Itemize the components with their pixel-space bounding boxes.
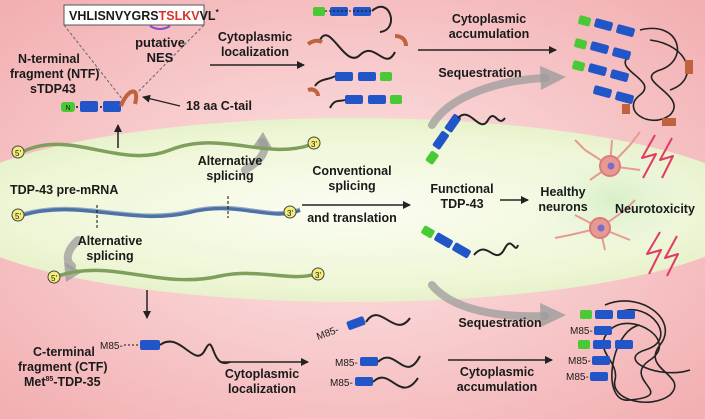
mrna-end-5-pre: 5' [11, 208, 25, 222]
nes-sequence: VHLISNVYGRSTSLKVVL* [69, 8, 220, 23]
putative-label: putative [135, 35, 185, 50]
ntf-localized [306, 5, 408, 109]
top-spliced-mrna [21, 141, 311, 158]
alt-splicing-bot-1: Alternative [78, 234, 143, 248]
cyto-loc-top-1: Cytoplasmic [218, 30, 292, 44]
healthy-label-1: Healthy [540, 185, 585, 199]
cyto-acc-bot-1: Cytoplasmic [460, 365, 534, 379]
neuron-bottom [554, 199, 636, 251]
mrna-end-3-bot: 3' [311, 267, 325, 281]
ctail-label: 18 aa C-tail [186, 99, 252, 113]
nucleus-band [0, 118, 705, 302]
ntf-label-1: N-terminal [18, 52, 80, 66]
ctf-aggregate: M85- M85- M85- [566, 300, 691, 403]
alt-splicing-top-2: splicing [206, 169, 253, 183]
sequestration-top: Sequestration [438, 66, 521, 80]
svg-text:M85-: M85- [570, 326, 593, 337]
mrna-end-3-top: 3' [307, 136, 321, 150]
cyto-loc-bot-1: Cytoplasmic [225, 367, 299, 381]
nes-sequence-box: VHLISNVYGRSTSLKVVL* [63, 4, 220, 30]
neuron-top [574, 131, 641, 181]
svg-text:5': 5' [51, 274, 57, 283]
healthy-glow [520, 140, 705, 260]
conv-splicing-1: Conventional [312, 164, 391, 178]
cyto-acc-top-2: accumulation [449, 27, 530, 41]
mrna-end-5-top: 5' [11, 145, 25, 159]
svg-text:3': 3' [315, 271, 321, 280]
cyto-acc-top-1: Cytoplasmic [452, 12, 526, 26]
gray-arrows [63, 74, 549, 321]
ctf-protein: M85- [100, 340, 231, 365]
alt-splicing-top-1: Alternative [198, 154, 263, 168]
cyto-loc-top-2: localization [221, 45, 289, 59]
svg-text:5': 5' [15, 149, 21, 158]
functional-label-2: TDP-43 [440, 197, 483, 211]
healthy-label-2: neurons [538, 200, 587, 214]
svg-text:M85-: M85- [100, 341, 123, 352]
functional-label-1: Functional [430, 182, 493, 196]
c-tail [119, 89, 139, 107]
svg-text:3': 3' [311, 140, 317, 149]
nes-label: NES [147, 50, 174, 65]
cyto-loc-bot-2: localization [228, 382, 296, 396]
ctf-label-3: Met85-TDP-35 [24, 375, 101, 389]
conv-splicing-2: splicing [328, 179, 375, 193]
mrna-end-3-pre: 3' [283, 205, 297, 219]
svg-text:M85-: M85- [568, 356, 591, 367]
svg-text:M85-: M85- [330, 378, 353, 389]
functional-tdp43-bottom [421, 225, 519, 259]
functional-tdp43-top [425, 113, 506, 165]
premrna-label: TDP-43 pre-mRNA [10, 183, 118, 197]
svg-text:5': 5' [15, 212, 21, 221]
svg-text:N: N [65, 105, 70, 112]
ntf-aggregate [572, 15, 693, 126]
svg-text:M85-: M85- [566, 372, 589, 383]
pre-mrna [21, 206, 301, 219]
n-terminal-domain [61, 102, 75, 112]
neurotoxicity-label: Neurotoxicity [615, 202, 695, 216]
ntf-label-2: fragment (NTF) [10, 67, 100, 81]
conv-splicing-3: and translation [307, 211, 397, 225]
lightning-icon [641, 134, 679, 277]
ntf-protein: N [61, 89, 139, 112]
ctf-label-1: C-terminal [33, 345, 95, 359]
ctf-label-2: fragment (CTF) [18, 360, 108, 374]
svg-text:M85-: M85- [335, 358, 358, 369]
nes-bracket [149, 25, 171, 30]
mrna-end-5-bot: 5' [47, 270, 61, 284]
bottom-spliced-mrna [57, 268, 317, 282]
cyto-acc-bot-2: accumulation [457, 380, 538, 394]
svg-text:3': 3' [287, 209, 293, 218]
ntf-label-3: sTDP43 [30, 82, 76, 96]
alt-splicing-bot-2: splicing [86, 249, 133, 263]
sequestration-bot: Sequestration [458, 316, 541, 330]
